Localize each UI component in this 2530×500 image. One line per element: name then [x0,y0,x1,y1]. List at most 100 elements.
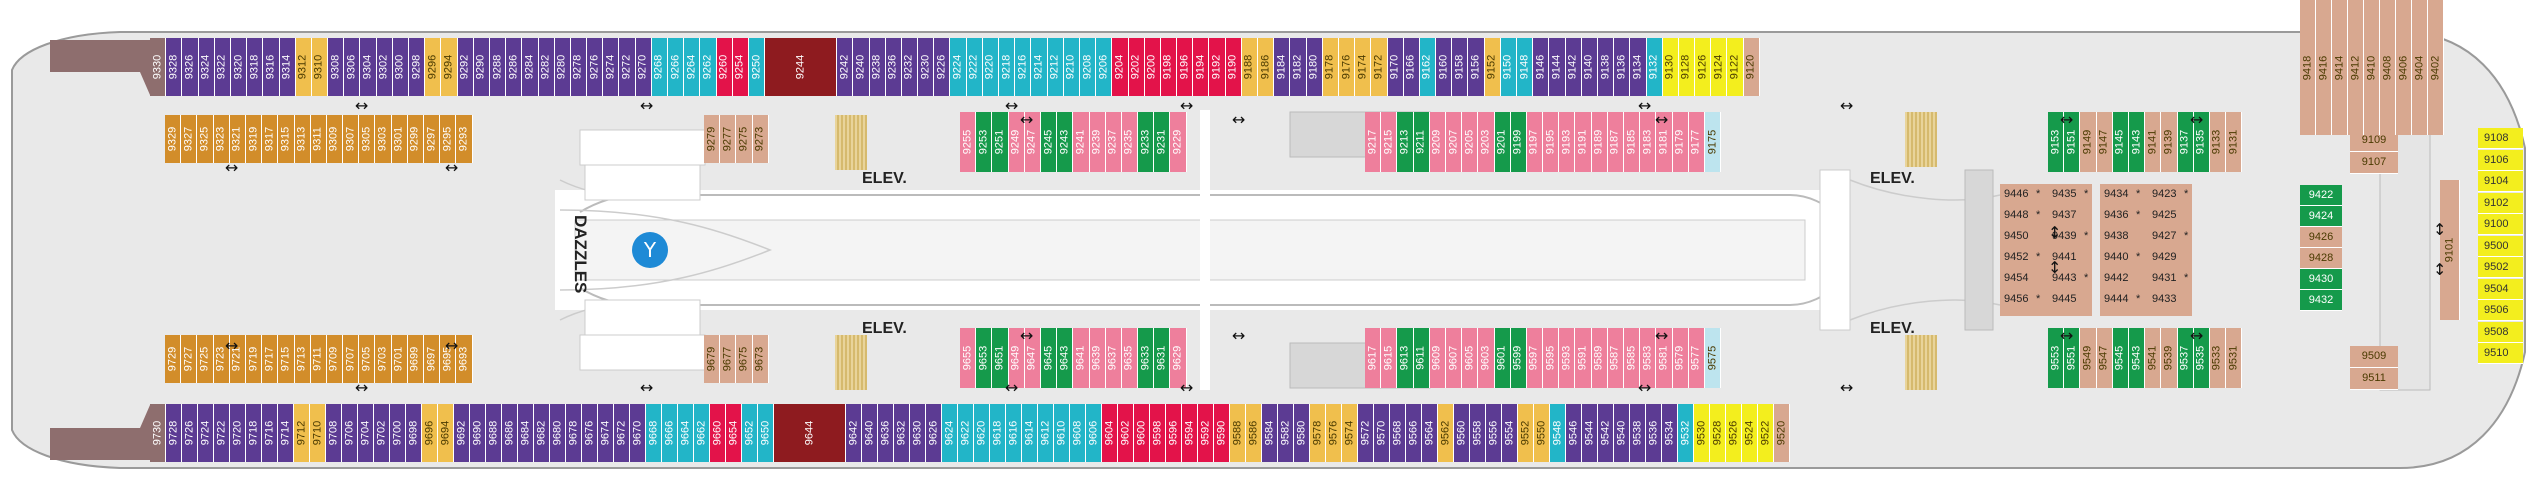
cabin[interactable]: 9705 [359,335,376,383]
cabin[interactable]: 9303 [375,115,392,163]
cabin-number[interactable]: 9445 [2052,293,2077,305]
cabin[interactable]: 9670 [630,404,646,462]
cabin[interactable]: 9185 [1624,112,1641,172]
cabin[interactable]: 9511 [2350,368,2398,390]
cabin[interactable]: 9510 [2478,343,2523,364]
cabin[interactable]: 9278 [570,38,588,96]
cabin[interactable]: 9700 [390,404,406,462]
cabin[interactable]: 9132 [1646,38,1663,96]
cabin[interactable]: 9652 [742,404,758,462]
cabin[interactable]: 9306 [344,38,361,96]
cabin[interactable]: 9302 [376,38,393,96]
cabin[interactable]: 9612 [1038,404,1054,462]
cabin[interactable]: 9547 [2096,328,2113,388]
cabin[interactable]: 9620 [974,404,990,462]
cabin[interactable]: 9292 [457,38,474,96]
cabin[interactable]: 9629 [1170,328,1187,388]
cabin[interactable]: 9147 [2096,112,2113,172]
cabin[interactable]: 9564 [1422,404,1438,462]
cabin[interactable]: 9177 [1688,112,1705,172]
cabin[interactable]: 9153 [2048,112,2065,172]
cabin[interactable]: 9543 [2128,328,2146,388]
cabin[interactable]: 9213 [1397,112,1414,172]
cabin[interactable]: 9250 [748,38,766,96]
cabin[interactable]: 9202 [1128,38,1145,96]
cabin[interactable]: 9249 [1008,112,1025,172]
cabin[interactable]: 9726 [182,404,198,462]
cabin[interactable]: 9578 [1310,404,1326,462]
cabin[interactable]: 9150 [1500,38,1517,96]
cabin[interactable]: 9583 [1640,328,1657,388]
cabin[interactable]: 9418 [2300,0,2316,135]
cabin[interactable]: 9639 [1089,328,1106,388]
cabin[interactable]: 9502 [2478,257,2523,278]
cabin[interactable]: 9650 [758,404,774,462]
cabin[interactable]: 9301 [391,115,408,163]
cabin[interactable]: 9272 [619,38,636,96]
cabin[interactable]: 9552 [1518,404,1534,462]
cabin[interactable]: 9572 [1358,404,1374,462]
cabin[interactable]: 9649 [1008,328,1025,388]
cabin[interactable]: 9614 [1022,404,1038,462]
cabin[interactable]: 9318 [247,38,264,96]
cabin[interactable]: 9538 [1630,404,1646,462]
cabin[interactable]: 9323 [213,115,230,163]
cabin[interactable]: 9316 [263,38,280,96]
cabin[interactable]: 9254 [732,38,749,96]
cabin[interactable]: 9240 [853,38,870,96]
cabin[interactable]: 9209 [1429,112,1446,172]
cabin-number[interactable]: 9429 [2152,251,2177,263]
cabin[interactable]: 9624 [942,404,958,462]
cabin[interactable]: 9598 [1150,404,1166,462]
cabin[interactable]: 9253 [976,112,993,172]
cabin[interactable]: 9688 [486,404,502,462]
cabin[interactable]: 9718 [246,404,262,462]
cabin[interactable]: 9608 [1070,404,1086,462]
cabin-number[interactable]: 9441 [2052,251,2077,263]
cabin[interactable]: 9609 [1429,328,1446,388]
cabin[interactable]: 9192 [1209,38,1226,96]
cabin[interactable]: 9708 [326,404,342,462]
cabin[interactable]: 9130 [1662,38,1679,96]
cabin[interactable]: 9133 [2209,112,2227,172]
cabin[interactable]: 9100 [2478,214,2523,235]
cabin[interactable]: 9602 [1118,404,1134,462]
cabin[interactable]: 9327 [181,115,198,163]
cabin[interactable]: 9101 [2440,180,2460,320]
cabin[interactable]: 9310 [311,38,329,96]
cabin[interactable]: 9592 [1198,404,1214,462]
cabin[interactable]: 9156 [1468,38,1485,96]
cabin[interactable]: 9698 [406,404,422,462]
cabin[interactable]: 9710 [310,404,326,462]
cabin[interactable]: 9524 [1742,404,1758,462]
cabin[interactable]: 9215 [1381,112,1398,172]
cabin[interactable]: 9143 [2128,112,2146,172]
cabin-number[interactable]: 9450 [2004,230,2029,242]
cabin[interactable]: 9719 [245,335,263,383]
cabin-number[interactable]: 9454 [2004,272,2029,284]
cabin[interactable]: 9189 [1591,112,1608,172]
cabin[interactable]: 9402 [2428,0,2444,135]
cabin[interactable]: 9605 [1462,328,1479,388]
cabin[interactable]: 9682 [534,404,550,462]
cabin[interactable]: 9587 [1607,328,1624,388]
cabin[interactable]: 9693 [456,335,473,383]
cabin[interactable]: 9704 [358,404,374,462]
cabin[interactable]: 9325 [197,115,214,163]
cabin[interactable]: 9528 [1710,404,1726,462]
cabin[interactable]: 9175 [1704,112,1722,172]
cabin[interactable]: 9589 [1591,328,1608,388]
cabin[interactable]: 9554 [1502,404,1518,462]
cabin[interactable]: 9631 [1154,328,1171,388]
cabin[interactable]: 9551 [2064,328,2081,388]
cabin[interactable]: 9544 [1582,404,1598,462]
cabin[interactable]: 9535 [2193,328,2210,388]
cabin[interactable]: 9107 [2350,152,2398,174]
cabin[interactable]: 9581 [1656,328,1673,388]
cabin[interactable]: 9314 [279,38,296,96]
cabin[interactable]: 9124 [1711,38,1728,96]
cabin[interactable]: 9220 [982,38,999,96]
cabin[interactable]: 9595 [1543,328,1560,388]
cabin[interactable]: 9584 [1262,404,1278,462]
cabin[interactable]: 9520 [1774,404,1790,462]
